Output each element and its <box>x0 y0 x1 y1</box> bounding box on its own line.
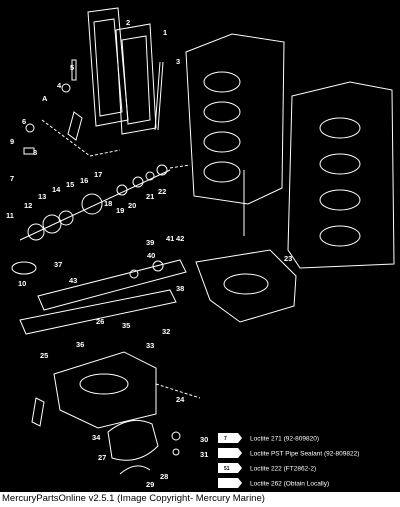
callout-43: 43 <box>69 276 77 285</box>
linkage-rail-lower <box>19 289 177 335</box>
bearing-19 <box>116 184 128 196</box>
hose-28 <box>119 465 151 475</box>
sealant-tube <box>67 111 83 141</box>
legend-chip-label: 51 <box>224 466 230 472</box>
callout-1: 1 <box>163 28 167 37</box>
footer-bar: MercuryPartsOnline v2.5.1 (Image Copyrig… <box>0 492 400 507</box>
linkage-rail-43 <box>37 259 187 311</box>
callout-28: 28 <box>160 472 168 481</box>
rod-3 <box>154 61 161 131</box>
callout-21: 21 <box>146 192 154 201</box>
plate-1 <box>115 23 157 135</box>
callout-2: 2 <box>126 18 130 27</box>
callout-36: 36 <box>76 340 84 349</box>
callout-35: 35 <box>122 321 130 330</box>
fitting-4 <box>61 83 71 93</box>
callout-32: 32 <box>162 327 170 336</box>
legend-entry-text: Loctite 271 (92-809820) <box>250 436 319 443</box>
cover-plate-23 <box>195 249 297 323</box>
callout-30: 30 <box>200 435 208 444</box>
sealant-legend: 7 Loctite 271 (92-809820) Loctite PST Pipe… <box>218 433 359 488</box>
sealant-tube-icon <box>218 478 242 488</box>
callout-19: 19 <box>116 206 124 215</box>
callout-24: 24 <box>176 395 185 404</box>
callout-40: 40 <box>147 251 155 260</box>
sealant-tube-icon <box>218 448 242 458</box>
crankcase-half <box>287 81 395 269</box>
callout-16: 16 <box>80 176 88 185</box>
callout-22: 22 <box>158 187 166 196</box>
callout-13: 13 <box>38 192 46 201</box>
callout-5: 5 <box>70 63 74 72</box>
callout-29: 29 <box>146 480 154 489</box>
callout-A: A <box>42 94 48 103</box>
ring-14 <box>42 214 62 234</box>
fitting-5 <box>71 59 77 81</box>
gear-22 <box>156 164 168 176</box>
legend-entry-text: Loctite PST Pipe Sealant (92-809822) <box>250 451 359 458</box>
carrier-17 <box>81 193 103 215</box>
ring-10 <box>11 261 37 275</box>
callout-12: 12 <box>24 201 32 210</box>
bearing-15 <box>58 210 74 226</box>
cylinder-block <box>185 33 285 205</box>
callout-31: 31 <box>200 450 208 459</box>
seal-13 <box>27 223 45 241</box>
callout-37: 37 <box>54 260 62 269</box>
seal-21 <box>145 171 155 181</box>
callout-6: 6 <box>22 117 26 126</box>
callout-14: 14 <box>52 185 61 194</box>
fitting-30 <box>171 431 181 441</box>
callout-3: 3 <box>176 57 180 66</box>
callout-8: 8 <box>33 148 37 157</box>
callout-26: 26 <box>96 317 104 326</box>
washer-20 <box>132 176 144 188</box>
callout-4: 4 <box>57 81 62 90</box>
callout-33: 33 <box>146 341 154 350</box>
callout-27: 27 <box>98 453 106 462</box>
diagram-drawing: 1234567891011121314151617181920212223242… <box>6 7 395 489</box>
fitting-31 <box>172 448 180 456</box>
sealant-tube-icon <box>218 433 242 443</box>
fitting-8 <box>23 147 35 155</box>
callout-42: 42 <box>176 234 184 243</box>
end-plate-24 <box>53 351 157 429</box>
gasket-inner-2 <box>93 18 123 117</box>
callout-10: 10 <box>18 279 26 288</box>
callout-7: 7 <box>10 174 14 183</box>
crankshaft-axis <box>19 169 171 241</box>
fitting-39 <box>129 269 139 279</box>
callout-17: 17 <box>94 170 102 179</box>
footer-copyright: MercuryPartsOnline v2.5.1 (Image Copyrig… <box>2 493 265 504</box>
callout-9: 9 <box>10 137 14 146</box>
callout-15: 15 <box>66 180 74 189</box>
fitting-6 <box>25 123 35 133</box>
bracket-27 <box>107 419 159 461</box>
callout-23: 23 <box>284 254 292 263</box>
fitting-42 <box>152 260 164 272</box>
sealant-bottle <box>31 397 45 427</box>
callout-18: 18 <box>104 199 112 208</box>
callout-41: 41 <box>166 234 174 243</box>
callout-39: 39 <box>146 238 154 247</box>
plate-1-inner <box>121 35 151 125</box>
callout-38: 38 <box>176 284 184 293</box>
callout-11: 11 <box>6 211 14 220</box>
legend-entry-text: Loctite 262 (Obtain Locally) <box>250 481 329 488</box>
callout-34: 34 <box>92 433 101 442</box>
legend-chip-label: 7 <box>224 436 227 442</box>
callout-25: 25 <box>40 351 48 360</box>
callout-20: 20 <box>128 201 136 210</box>
sealant-tube-icon <box>218 463 242 473</box>
legend-entry-text: Loctite 222 (FT2862-2) <box>250 466 316 473</box>
